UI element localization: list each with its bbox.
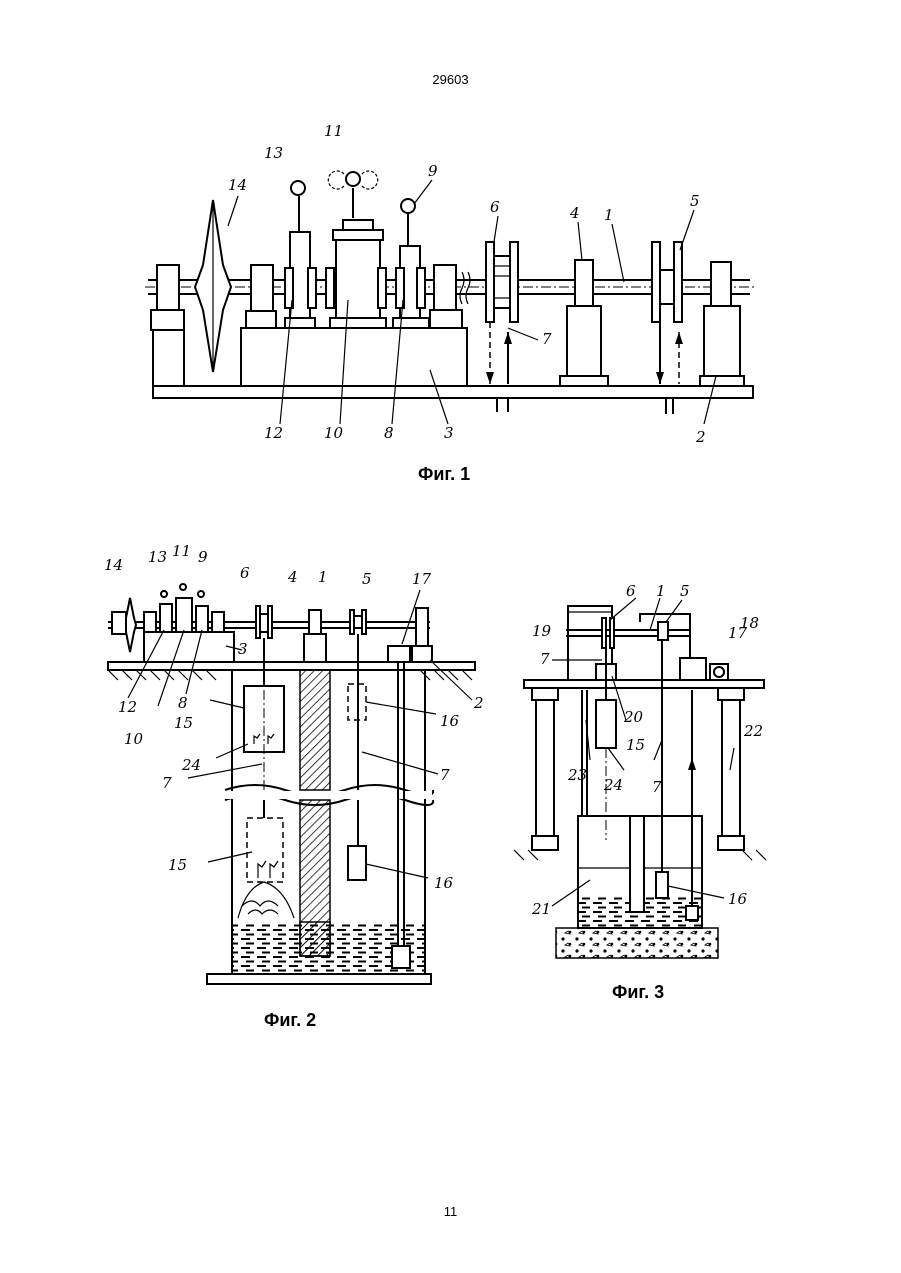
fig1-base-plate: [153, 386, 753, 398]
fig3-label-23: 23: [567, 766, 587, 784]
fig1-label-6: 6: [490, 198, 500, 216]
fig3-label-5: 5: [680, 582, 690, 600]
fig2-label-15a: 15: [174, 714, 193, 732]
fig3-label-19: 19: [532, 622, 552, 640]
fig3-label-22: 22: [743, 722, 763, 740]
fig1-label-9: 9: [428, 162, 438, 180]
fig3-ground: [556, 928, 718, 958]
fig2-label-3: 3: [238, 640, 248, 658]
fig1-gauge-9: [401, 199, 415, 213]
fig3-column-22: [722, 700, 740, 836]
fig3-label-6: 6: [626, 582, 636, 600]
fig2-label-11: 11: [172, 542, 191, 560]
fig1-gauge-11: [346, 172, 360, 186]
fig1-left-frame: [153, 330, 184, 386]
fig3-label-7a: 7: [540, 650, 550, 668]
fig1-label-10: 10: [324, 424, 344, 442]
page-number: 11: [0, 1204, 901, 1219]
fig2-label-6: 6: [240, 564, 250, 582]
fig3-platform: [524, 680, 764, 688]
fig2-label-7b: 7: [440, 766, 450, 784]
fig1-label-14: 14: [228, 176, 247, 194]
fig3-label-24: 24: [603, 776, 623, 794]
fig1-unit-2: [704, 306, 740, 376]
fig2-label-10: 10: [124, 730, 144, 748]
fig3-label-15: 15: [626, 736, 645, 754]
figure-2: 14 13 11 9 6 4 1 5 17 3 2 12 8 10 15 16 …: [104, 542, 484, 1030]
fig1-label-8: 8: [384, 424, 394, 442]
fig2-label-13: 13: [148, 548, 167, 566]
figure-3: 6 1 5 17 18 19 7 20 15 22 23 24 7 21 16 …: [514, 582, 766, 1002]
fig2-label-9: 9: [198, 548, 208, 566]
fig1-drum-5: [660, 270, 674, 304]
fig1-block-3: [241, 328, 467, 386]
fig1-label-12: 12: [264, 424, 283, 442]
fig2-weight-16: [348, 846, 366, 880]
fig3-label-18: 18: [740, 614, 759, 632]
fig2-well-bottom: [207, 974, 431, 984]
fig3-label-20: 20: [623, 708, 644, 726]
fig2-ground-slab: [108, 662, 475, 670]
fig2-label-15b: 15: [168, 856, 187, 874]
fig1-label-11: 11: [324, 122, 343, 140]
fig2-label-7a: 7: [162, 774, 172, 792]
fig3-label-1: 1: [656, 582, 666, 600]
fig1-unit-4: [567, 306, 601, 376]
fig1-label-3: 3: [444, 424, 454, 442]
fig3-label-16: 16: [728, 890, 748, 908]
fig2-label-8: 8: [178, 694, 188, 712]
fig1-unit-10: [336, 238, 380, 318]
fig2-label-17: 17: [412, 570, 432, 588]
fig2-label-24: 24: [181, 756, 201, 774]
fig1-gauge-13: [291, 181, 305, 195]
fig2-block-3: [144, 632, 234, 662]
fig2-label-1: 1: [318, 568, 328, 586]
fig1-label-7: 7: [542, 330, 552, 348]
fig1-caption: Фиг. 1: [418, 464, 470, 484]
fig3-weight-16: [656, 872, 668, 898]
fig3-caption: Фиг. 3: [612, 982, 664, 1002]
fig1-label-2: 2: [695, 428, 706, 446]
fig2-label-2: 2: [473, 694, 484, 712]
fig1-label-4: 4: [569, 204, 580, 222]
fig1-drum-6: [494, 256, 510, 308]
fig2-caption: Фиг. 2: [264, 1010, 316, 1030]
fig1-label-13: 13: [264, 144, 283, 162]
fig3-container-15: [596, 700, 616, 748]
fig1-label-5: 5: [690, 192, 700, 210]
fig2-label-5: 5: [362, 570, 372, 588]
fig2-label-14: 14: [104, 556, 123, 574]
fig2-unit-17: [388, 646, 410, 662]
figure-1: 13 11 9 14 6 4 1 5 7 12 10 8 3 2 Фиг. 1: [145, 122, 755, 484]
fig1-label-1: 1: [604, 206, 614, 224]
fig2-label-16b: 16: [434, 874, 454, 892]
fig3-unit-17: [680, 658, 706, 680]
fig3-label-21: 21: [531, 900, 551, 918]
fig2-label-16a: 16: [440, 712, 460, 730]
fig2-label-4: 4: [287, 568, 298, 586]
fig3-label-7b: 7: [652, 778, 662, 796]
fig2-label-12: 12: [118, 698, 137, 716]
